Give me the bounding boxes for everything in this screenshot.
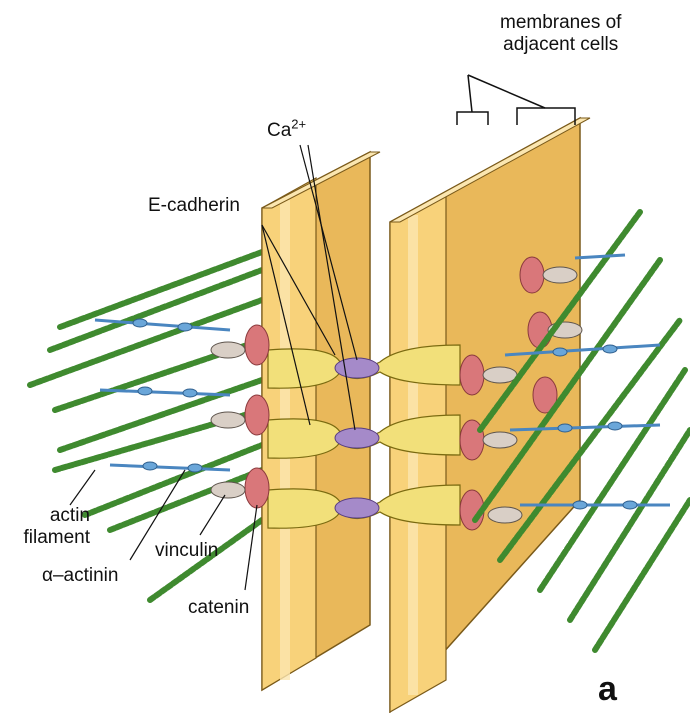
alpha-actinin-label: α–actinin <box>42 565 118 587</box>
catenin-leader <box>245 505 257 590</box>
vinculin-right <box>488 507 522 523</box>
vinculin-left <box>211 412 245 428</box>
membranes-label: membranes of adjacent cells <box>500 12 621 56</box>
ecadherin-label: E-cadherin <box>148 195 240 217</box>
alpha-actinin-link <box>100 390 230 395</box>
calcium-ion <box>335 498 379 518</box>
vinculin-left <box>211 342 245 358</box>
membrane-brackets <box>457 75 575 125</box>
actin-label-line2: filament <box>18 527 90 549</box>
panel-letter: a <box>598 670 617 709</box>
membranes-label-line2: adjacent cells <box>500 34 621 56</box>
vinculin-right <box>483 432 517 448</box>
actin-label-line1: actin <box>18 505 90 527</box>
vinculin-right <box>543 267 577 283</box>
actin-leader <box>70 470 95 505</box>
catenin-left <box>245 395 269 435</box>
vinculin-label: vinculin <box>155 540 218 562</box>
catenin-right <box>460 355 484 395</box>
calcium-label: Ca2+ <box>267 120 306 142</box>
alpha-actinin-link <box>575 255 625 258</box>
catenin-left <box>245 325 269 365</box>
catenin-right <box>520 257 544 293</box>
actin-filament <box>595 500 690 650</box>
membranes-label-line1: membranes of <box>500 12 621 34</box>
actin-filament <box>110 470 262 530</box>
vinculin-right <box>483 367 517 383</box>
calcium-label-charge: 2+ <box>291 117 306 132</box>
actin-filament-label: actin filament <box>18 505 90 549</box>
calcium-ion <box>335 358 379 378</box>
catenin-left <box>245 468 269 508</box>
vinculin-leader <box>200 495 225 535</box>
calcium-label-base: Ca <box>267 120 291 141</box>
alpha-actinin-left <box>95 319 230 472</box>
catenin-label: catenin <box>188 597 249 619</box>
calcium-ion <box>335 428 379 448</box>
vinculin-left <box>211 482 245 498</box>
actin-filament <box>60 252 262 327</box>
